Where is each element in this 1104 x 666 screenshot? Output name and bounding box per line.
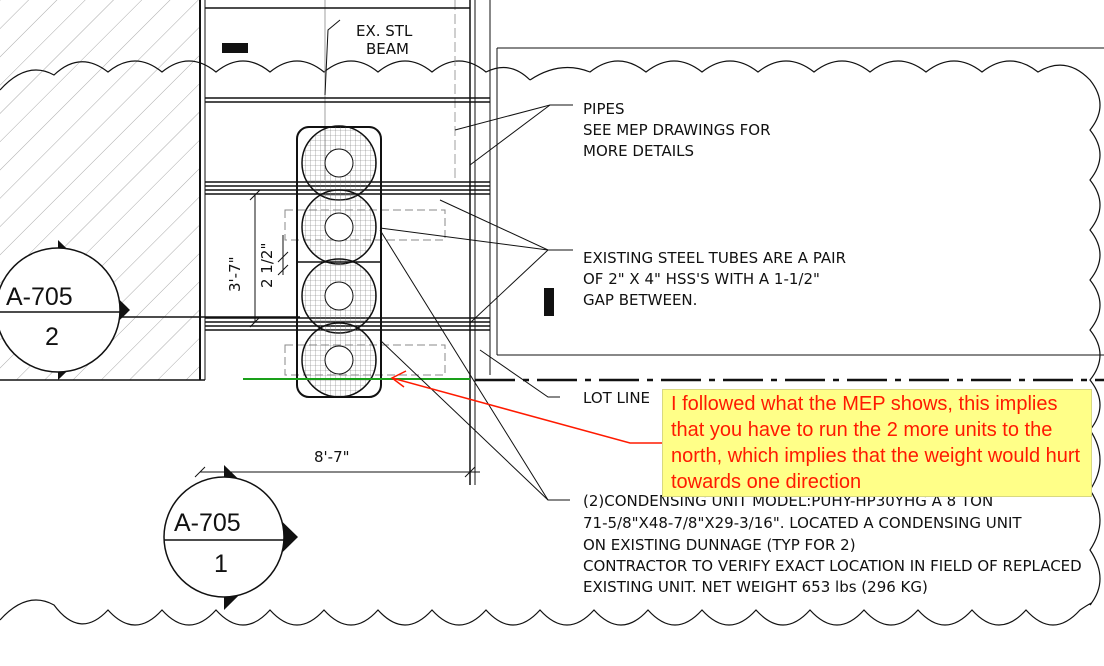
section-1-number: 1 bbox=[214, 550, 228, 578]
section-marker-1 bbox=[163, 465, 298, 610]
dimension-vertical: 3'-7" bbox=[226, 256, 244, 292]
revision-cloud-top bbox=[0, 60, 531, 91]
tubes-label-1: EXISTING STEEL TUBES ARE A PAIR bbox=[583, 249, 846, 267]
revision-cloud-bottom bbox=[0, 599, 1092, 626]
unit-note-4: CONTRACTOR TO VERIFY EXACT LOCATION IN F… bbox=[583, 557, 1082, 575]
dimension-small: 2 1/2" bbox=[258, 243, 276, 288]
leader-lines bbox=[324, 19, 573, 501]
beam-label-2: BEAM bbox=[366, 40, 409, 58]
section-2-sheet: A-705 bbox=[6, 283, 73, 311]
unit-fan-4 bbox=[301, 322, 377, 398]
review-comment-note[interactable]: I followed what the MEP shows, this impl… bbox=[662, 389, 1092, 497]
section-2-number: 2 bbox=[45, 323, 59, 351]
dimension-lines bbox=[194, 189, 480, 478]
pipes-label-2: SEE MEP DRAWINGS FOR bbox=[583, 121, 771, 139]
review-comment-text: I followed what the MEP shows, this impl… bbox=[671, 393, 1081, 493]
wall-tag-right bbox=[544, 288, 554, 316]
unit-note-5: EXISTING UNIT. NET WEIGHT 653 lbs (296 K… bbox=[583, 578, 928, 596]
comment-arrow bbox=[390, 370, 662, 444]
unit-note-3: ON EXISTING DUNNAGE (TYP FOR 2) bbox=[583, 536, 856, 554]
section-marker-2 bbox=[0, 240, 300, 380]
revision-cloud-right bbox=[529, 60, 1101, 606]
beam-label-1: EX. STL bbox=[356, 22, 413, 40]
section-1-sheet: A-705 bbox=[174, 509, 241, 537]
pipes-label-1: PIPES bbox=[583, 100, 625, 118]
dimension-horizontal: 8'-7" bbox=[314, 448, 350, 466]
tubes-label-3: GAP BETWEEN. bbox=[583, 291, 697, 309]
condensing-units bbox=[296, 125, 382, 398]
unit-fan-1 bbox=[301, 125, 377, 201]
lot-line-label: LOT LINE bbox=[583, 389, 650, 407]
tubes-label-2: OF 2" X 4" HSS'S WITH A 1-1/2" bbox=[583, 270, 820, 288]
wall-tag-top bbox=[222, 43, 248, 53]
pipes-label-3: MORE DETAILS bbox=[583, 142, 694, 160]
unit-note-2: 71-5/8"X48-7/8"X29-3/16". LOCATED A COND… bbox=[583, 514, 1022, 532]
unit-fan-2 bbox=[301, 189, 377, 265]
unit-fan-3 bbox=[301, 258, 377, 334]
